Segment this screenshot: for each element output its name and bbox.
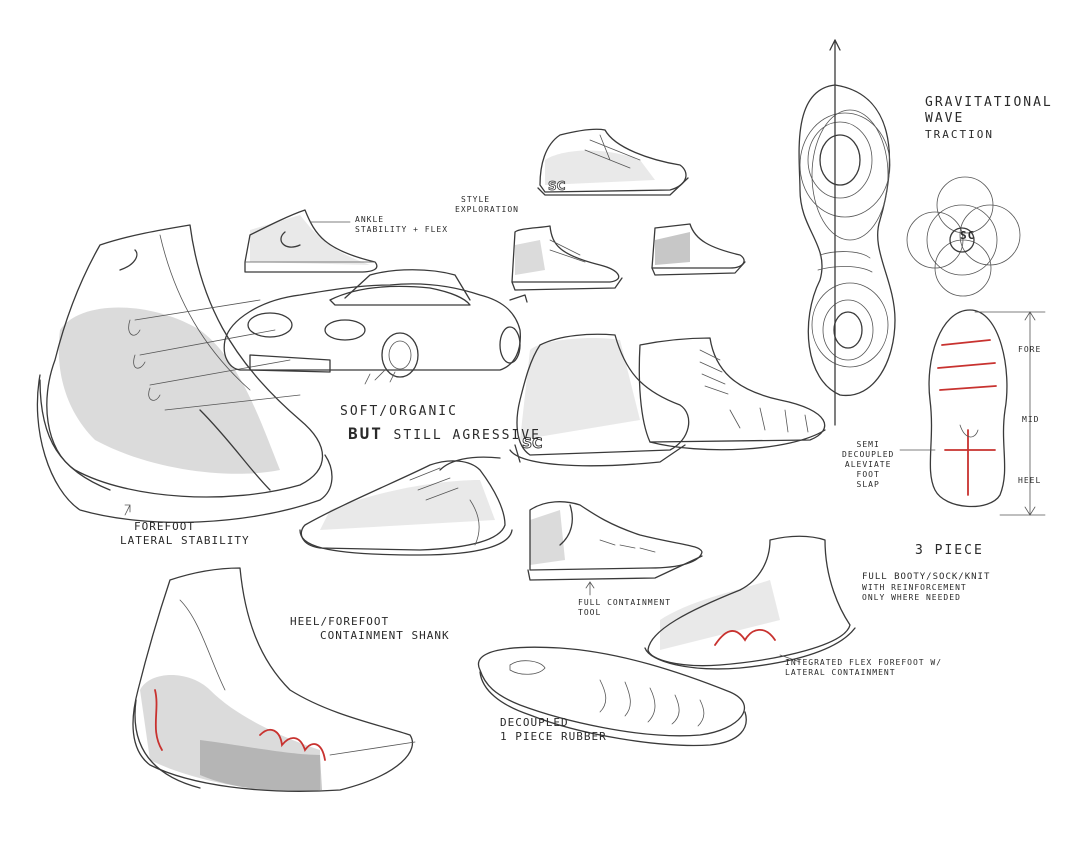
three-piece-note: 3 PIECE <box>915 543 984 558</box>
decoupled-line: DECOUPLED <box>500 716 569 729</box>
zone-heel-label: HEEL <box>1018 476 1042 485</box>
zone-mid-label: MID <box>1022 415 1040 424</box>
containment-tool-note: FULL CONTAINMENT TOOL <box>578 598 671 618</box>
style-exploration-mid-shoe <box>511 225 623 291</box>
ankle-note-line: ANKLE <box>355 215 385 224</box>
integrated-flex-note: INTEGRATED FLEX FOREFOOT W/ LATERAL CONT… <box>785 658 942 678</box>
semi-note-line: SEMI <box>856 440 880 449</box>
sc-logo-rings <box>906 176 1021 297</box>
semi-note-line: ALEVIATE <box>844 460 892 469</box>
booty-note: FULL BOOTY/SOCK/KNIT WITH REINFORCEMENT … <box>862 572 990 603</box>
containment-tool-shoe-sketch <box>527 501 703 596</box>
semi-note-line: FOOT <box>856 470 880 479</box>
ankle-note-line: STABILITY + FLEX <box>355 225 449 234</box>
style-exploration-right-shoe <box>651 223 746 276</box>
forefoot-note-line: FOREFOOT <box>134 520 195 533</box>
zone-fore-label: FORE <box>1018 345 1042 354</box>
heel-shank-shoe-sketch <box>132 567 416 792</box>
ankle-stability-sketch <box>244 209 378 273</box>
svg-text:SC: SC <box>548 179 566 193</box>
gravitational-wave-outsole <box>798 39 896 426</box>
gravity-note-line: WAVE <box>925 111 965 127</box>
gravity-note-line: TRACTION <box>925 127 994 141</box>
gravity-note-line: GRAVITATIONAL <box>925 95 1053 110</box>
decoupled-note: DECOUPLED 1 PIECE RUBBER <box>500 716 607 744</box>
forefoot-arrow-icon <box>124 504 131 516</box>
forefoot-note: FOREFOOT LATERAL STABILITY <box>120 520 250 548</box>
decoupled-outsole-sketch <box>477 646 747 747</box>
heel-shank-line: HEEL/FOREFOOT <box>290 615 390 628</box>
style-exploration-top-shoe: SC <box>537 128 689 196</box>
style-note-line: EXPLORATION <box>455 205 519 214</box>
booty-note-line: FULL BOOTY/SOCK/KNIT <box>862 572 991 582</box>
style-note: STYLE EXPLORATION <box>455 195 519 215</box>
integrated-line: LATERAL CONTAINMENT <box>785 668 896 677</box>
integrated-line: INTEGRATED FLEX FOREFOOT W/ <box>785 658 943 667</box>
boot-pair-sketch: SC <box>509 333 826 467</box>
semi-note-line: DECOUPLED <box>842 450 895 459</box>
heel-shank-line: CONTAINMENT SHANK <box>320 628 450 642</box>
semi-note-line: SLAP <box>856 480 880 489</box>
gravity-note: GRAVITATIONAL WAVE TRACTION <box>925 95 1053 141</box>
forefoot-note-line: LATERAL STABILITY <box>120 533 250 547</box>
knit-shoe-sketch <box>299 456 513 556</box>
ankle-note: ANKLE STABILITY + FLEX <box>355 215 448 235</box>
soft-organic-note: SOFT/ORGANIC <box>340 404 458 419</box>
heel-shank-note: HEEL/FOREFOOT CONTAINMENT SHANK <box>290 615 450 643</box>
booty-note-line: ONLY WHERE NEEDED <box>862 593 961 603</box>
style-note-line: STYLE <box>461 195 491 204</box>
semi-decoupled-note: SEMI DECOUPLED ALEVIATE FOOT SLAP <box>842 440 894 490</box>
booty-sock-shoe-sketch <box>644 535 856 670</box>
still-aggressive-word: STILL AGRESSIVE <box>393 428 541 443</box>
containment-tool-line: FULL CONTAINMENT <box>578 598 672 607</box>
decoupled-line: 1 PIECE RUBBER <box>500 729 607 743</box>
aggressive-note: BUT STILL AGRESSIVE <box>348 424 541 444</box>
booty-note-line: WITH REINFORCEMENT <box>862 583 967 593</box>
car-sketch <box>223 269 528 385</box>
outsole-zones-sketch <box>899 309 1046 516</box>
hightop-shoe-sketch <box>36 224 333 523</box>
containment-tool-line: TOOL <box>578 608 602 617</box>
sc-logo-text: SC <box>960 229 976 242</box>
svg-text:SC: SC <box>522 436 542 452</box>
but-word: BUT <box>348 424 383 443</box>
